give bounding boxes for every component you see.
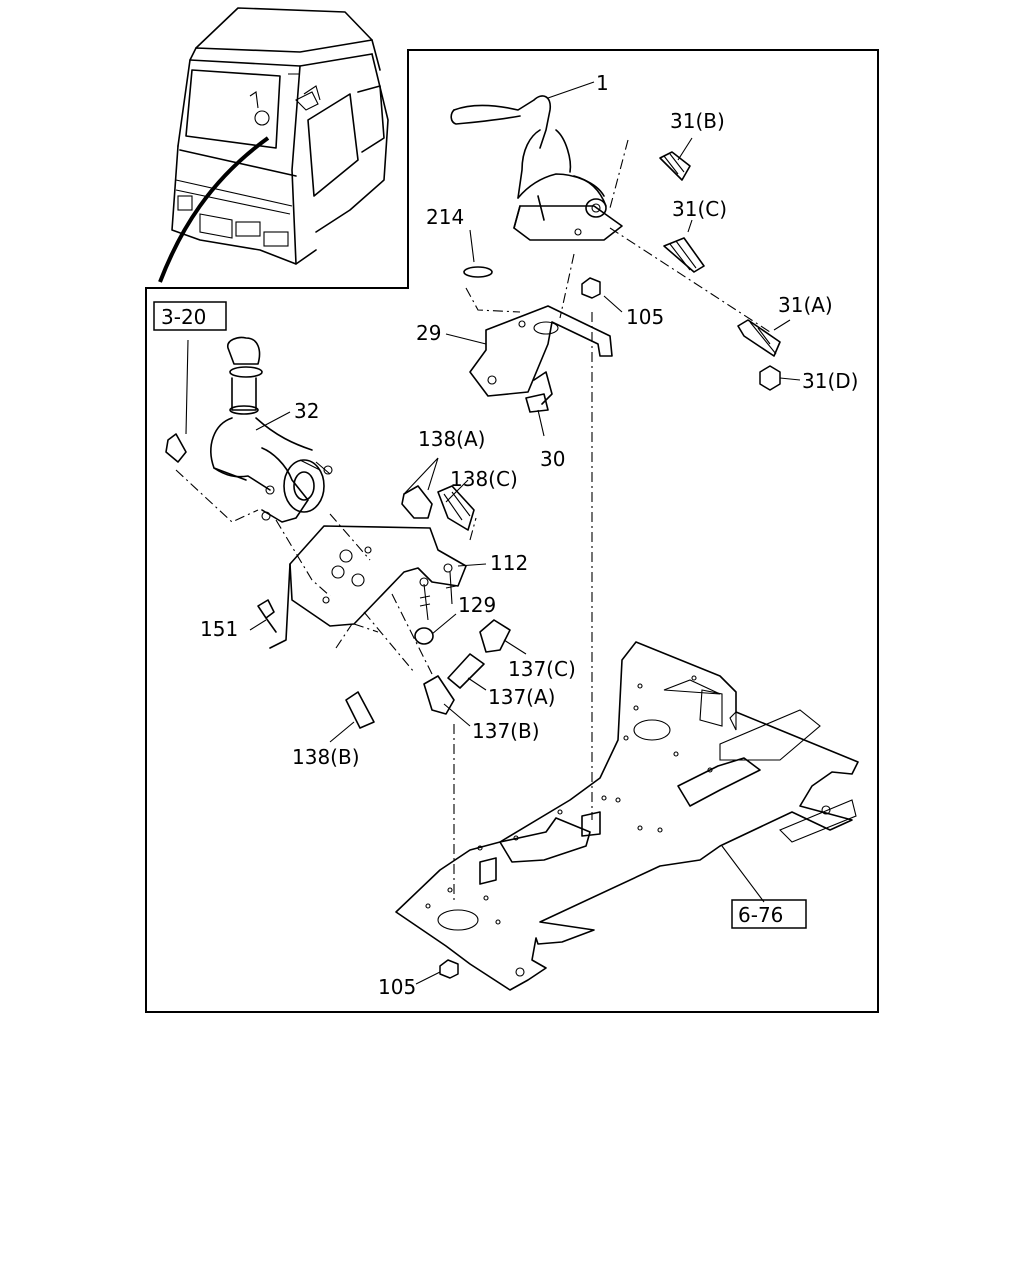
callout-138b: 138(B) — [292, 745, 360, 769]
callout-137a: 137(A) — [488, 685, 555, 709]
nut-105-bottom — [439, 959, 459, 979]
nut-105-top — [581, 277, 601, 299]
bolt-30 — [525, 371, 553, 413]
fitting-138c — [437, 485, 475, 531]
o-ring-214 — [463, 266, 493, 278]
component-32 — [165, 336, 333, 523]
callout-138a: 138(A) — [418, 427, 485, 451]
mounting-plate — [395, 641, 859, 991]
bolt-151 — [257, 599, 277, 633]
callout-137b: 137(B) — [472, 719, 540, 743]
callout-31b: 31(B) — [670, 109, 725, 133]
ref-3-20: 3-20 — [161, 305, 206, 329]
callout-31d: 31(D) — [802, 369, 858, 393]
washer-129 — [414, 627, 434, 645]
inset-leader-stroke — [158, 136, 270, 283]
callout-30: 30 — [540, 447, 565, 471]
callout-129: 129 — [458, 593, 496, 617]
screw-112 — [419, 571, 457, 621]
callout-138c: 138(C) — [450, 467, 518, 491]
fitting-31b — [659, 151, 691, 181]
fitting-138a — [401, 485, 433, 519]
callout-112: 112 — [490, 551, 528, 575]
ref-6-76: 6-76 — [738, 903, 783, 927]
fitting-137a — [447, 653, 485, 689]
truck-cab-inset — [158, 7, 389, 283]
callout-151: 151 — [200, 617, 238, 641]
fitting-31a — [737, 319, 781, 357]
callout-214: 214 — [426, 205, 464, 229]
main-frame — [145, 49, 879, 1013]
callout-105-bottom: 105 — [378, 975, 416, 999]
fitting-31c — [663, 237, 705, 273]
ref-box-3-20 — [153, 301, 227, 331]
callout-32: 32 — [294, 399, 319, 423]
nut-31d — [759, 365, 781, 391]
callout-29: 29 — [416, 321, 441, 345]
fitting-137c — [479, 619, 511, 653]
callout-137c: 137(C) — [508, 657, 576, 681]
fitting-138b — [345, 691, 375, 729]
bracket-29 — [469, 305, 613, 397]
leader-lines — [185, 81, 801, 985]
callout-1: 1 — [596, 71, 609, 95]
ref-box-6-76 — [731, 899, 807, 929]
shift-lever-assembly — [450, 95, 623, 241]
bracket-112 — [269, 525, 467, 649]
callout-31a: 31(A) — [778, 293, 833, 317]
fitting-137b — [423, 675, 455, 715]
callout-31c: 31(C) — [672, 197, 727, 221]
callout-105-top: 105 — [626, 305, 664, 329]
